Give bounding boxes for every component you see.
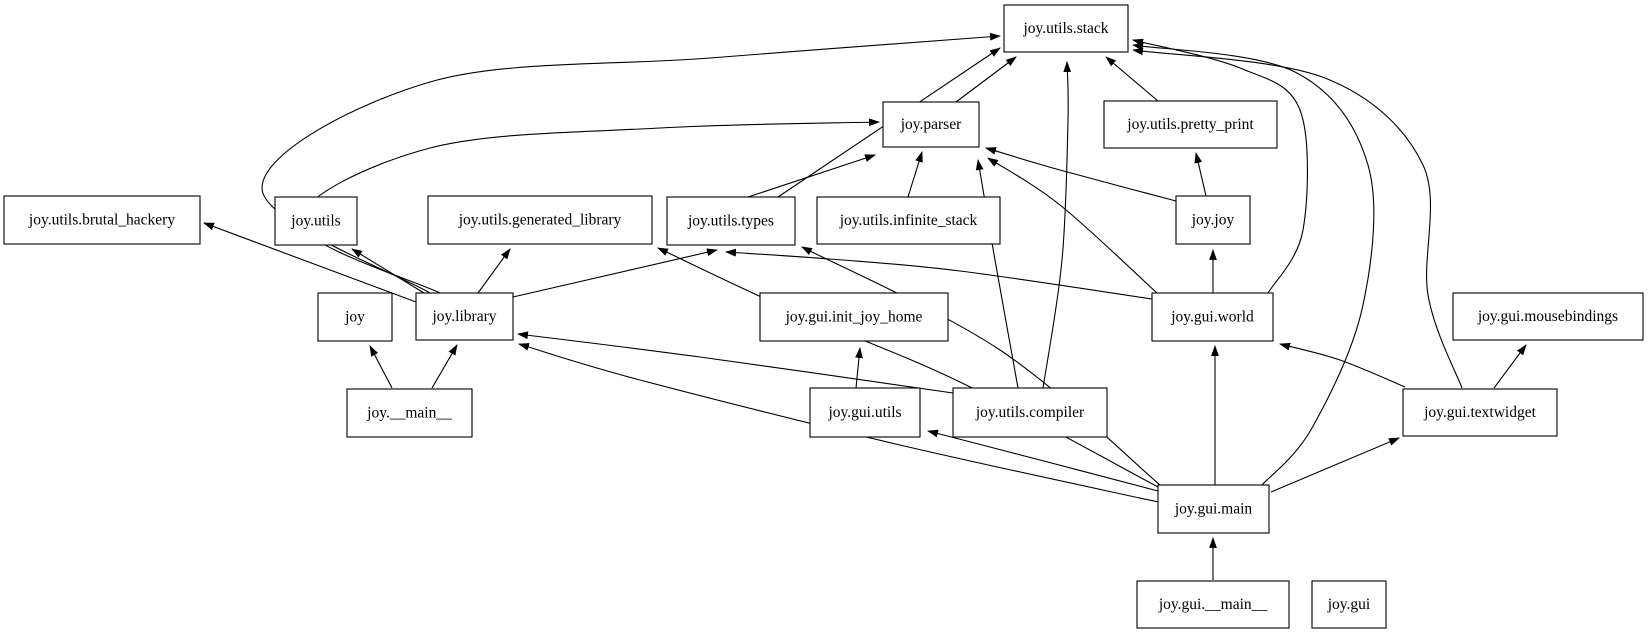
graph-node-world: joy.gui.world <box>1151 292 1274 342</box>
node-label-parser: joy.parser <box>900 116 962 133</box>
graph-node-utils: joy.utils <box>274 196 358 246</box>
edge-textwidget-to-utils_stack <box>1132 47 1463 389</box>
node-label-utils_stack: joy.utils.stack <box>1022 20 1108 37</box>
edge-library-to-utils <box>351 248 425 294</box>
node-box-brutal_hackery <box>3 195 201 245</box>
node-label-init_joy_home: joy.gui.init_joy_home <box>785 309 923 326</box>
node-box-textwidget <box>1402 388 1558 437</box>
graph-node-mousebindings: joy.gui.mousebindings <box>1452 292 1644 341</box>
node-label-compiler: joy.utils.compiler <box>975 404 1085 421</box>
node-label-brutal_hackery: joy.utils.brutal_hackery <box>28 212 175 229</box>
graph-node-init_joy_home: joy.gui.init_joy_home <box>759 292 949 342</box>
edge-world-to-utils_stack <box>1132 38 1308 294</box>
edge-pretty_print-to-utils_stack <box>1105 56 1159 102</box>
edge-world-to-types <box>725 248 1153 300</box>
graph-node-types: joy.utils.types <box>666 196 796 246</box>
node-box-library <box>415 292 514 341</box>
graph-node-pretty_print: joy.utils.pretty_print <box>1103 100 1278 149</box>
edge-textwidget-to-world <box>1279 342 1406 388</box>
graph-node-infinite_stack: joy.utils.infinite_stack <box>816 196 1001 245</box>
edge-library-to-types <box>512 248 718 298</box>
graph-node-parser: joy.parser <box>882 101 980 148</box>
graph-node-brutal_hackery: joy.utils.brutal_hackery <box>3 195 201 245</box>
node-label-utils: joy.utils <box>290 213 340 230</box>
edge-layer <box>203 32 1527 580</box>
node-box-compiler <box>952 387 1108 438</box>
edge-infinite_stack-to-parser <box>907 151 923 198</box>
edge-compiler-to-utils_stack <box>1042 61 1072 389</box>
node-label-joy_joy: joy.joy <box>1191 212 1235 229</box>
graph-node-gui_utils: joy.gui.utils <box>809 387 921 438</box>
edge-joy_main-to-library <box>431 344 458 389</box>
edge-library-to-utils_stack <box>261 32 1001 294</box>
edge-library-to-generated_library <box>477 248 511 294</box>
node-label-infinite_stack: joy.utils.infinite_stack <box>839 212 978 229</box>
node-label-gui_main: joy.gui.main <box>1174 501 1253 518</box>
node-layer: joy.utils.stack joy.parser joy.utils.prett… <box>3 4 1644 629</box>
edge-parser-to-utils_stack <box>955 56 1017 103</box>
node-box-mousebindings <box>1452 292 1644 341</box>
node-box-utils_stack <box>1003 4 1129 53</box>
node-label-gui: joy.gui <box>1327 596 1371 613</box>
node-box-gui_main <box>1157 484 1270 534</box>
node-box-utils <box>274 196 358 246</box>
edge-joy_main-to-joy <box>369 345 393 389</box>
graph-node-gui_main_script: joy.gui.__main__ <box>1136 580 1290 629</box>
edge-gui_main-to-utils_stack <box>1132 42 1375 486</box>
node-box-joy <box>317 292 393 342</box>
edge-joy_joy-to-pretty_print <box>1194 152 1207 197</box>
node-box-gui <box>1311 580 1387 629</box>
edge-gui_utils-to-init_joy_home <box>855 347 863 389</box>
node-box-generated_library <box>427 195 653 245</box>
node-label-pretty_print: joy.utils.pretty_print <box>1126 116 1254 133</box>
graph-node-joy_main: joy.__main__ <box>346 388 473 438</box>
node-box-joy_main <box>346 388 473 438</box>
node-box-joy_joy <box>1175 195 1251 245</box>
edge-textwidget-to-mousebindings <box>1493 344 1527 389</box>
node-label-joy: joy <box>344 309 365 326</box>
node-box-infinite_stack <box>816 196 1001 245</box>
node-box-gui_utils <box>809 387 921 438</box>
graph-node-generated_library: joy.utils.generated_library <box>427 195 653 245</box>
graph-node-library: joy.library <box>415 292 514 341</box>
node-box-gui_main_script <box>1136 580 1290 629</box>
node-label-mousebindings: joy.gui.mousebindings <box>1477 308 1618 325</box>
graph-node-utils_stack: joy.utils.stack <box>1003 4 1129 53</box>
node-box-pretty_print <box>1103 100 1278 149</box>
node-label-library: joy.library <box>432 308 497 325</box>
node-label-types: joy.utils.types <box>687 213 774 230</box>
graph-node-joy: joy <box>317 292 393 342</box>
edge-gui_main-to-library <box>518 343 1159 503</box>
edge-gui_main-to-types <box>801 246 1161 486</box>
graph-node-textwidget: joy.gui.textwidget <box>1402 388 1558 437</box>
node-label-gui_utils: joy.gui.utils <box>827 404 901 421</box>
graph-node-joy_joy: joy.joy <box>1175 195 1251 245</box>
edge-gui_main-to-generated_library <box>657 247 1159 488</box>
graph-node-gui: joy.gui <box>1311 580 1387 629</box>
node-box-init_joy_home <box>759 292 949 342</box>
edge-compiler-to-library <box>517 331 954 394</box>
node-label-joy_main: joy.__main__ <box>366 405 452 422</box>
graph-node-gui_main: joy.gui.main <box>1157 484 1270 534</box>
edge-library-to-brutal_hackery <box>203 222 417 303</box>
node-label-generated_library: joy.utils.generated_library <box>458 212 622 229</box>
edge-types-to-parser <box>747 154 876 198</box>
node-label-textwidget: joy.gui.textwidget <box>1423 404 1536 421</box>
node-label-world: joy.gui.world <box>1170 309 1254 326</box>
edge-joy_joy-to-parser <box>985 147 1177 202</box>
node-label-gui_main_script: joy.gui.__main__ <box>1158 596 1268 613</box>
graph-node-compiler: joy.utils.compiler <box>952 387 1108 438</box>
edge-world-to-parser <box>987 157 1158 294</box>
node-box-types <box>666 196 796 246</box>
edge-gui_main-to-textwidget <box>1270 437 1400 493</box>
node-box-world <box>1151 292 1274 342</box>
node-box-parser <box>882 101 980 148</box>
edge-gui_main-to-gui_utils <box>927 429 1159 492</box>
